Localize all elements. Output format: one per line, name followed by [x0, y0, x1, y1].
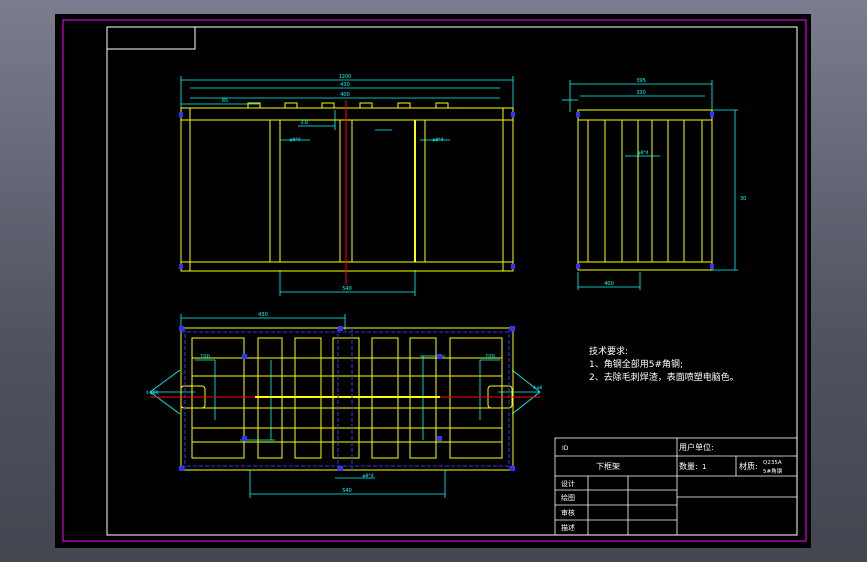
title-block-material-value-2: 5#角钢 [763, 467, 783, 475]
dim-top-sub1: 430 [340, 82, 350, 88]
dim-side-sub: 330 [636, 90, 646, 96]
dim-top-bottom: 540 [342, 286, 352, 292]
dim-plan-right-label: 100 [485, 354, 495, 360]
tech-req-title: 技术要求: [589, 345, 628, 357]
title-block-id-label: ID [562, 445, 569, 452]
title-block-material-value-1: Q235A [763, 460, 782, 466]
dim-top-hole2: φ8*4 [433, 137, 444, 143]
dim-top-left: 85 [222, 98, 228, 104]
title-block-part-name: 下框架 [596, 461, 620, 471]
title-block-quantity-label: 数量: [679, 461, 698, 471]
title-block-row-design: 设计 [561, 479, 575, 488]
dim-side-bottom: 400 [604, 281, 614, 287]
magenta-frame [62, 19, 807, 542]
title-block-row-draw: 绘图 [561, 493, 575, 502]
dim-top-small: 3.8 [300, 120, 308, 126]
dim-top-sub2: 400 [340, 92, 350, 98]
title-block-user-unit-label: 用户单位: [679, 442, 714, 452]
dim-plan-left-arrow: 4-φ8孔 [146, 389, 159, 395]
title-block [554, 437, 798, 536]
tech-req-item-2: 2、去除毛刺焊渣，表面喷塑电脑色。 [589, 371, 739, 383]
dim-plan-right-arrow: 4-φ8 [533, 385, 543, 390]
drawing-border [106, 26, 798, 536]
dim-side-mid: φ8*4 [638, 150, 649, 156]
dim-plan-top: 430 [258, 312, 268, 318]
dim-plan-left-label: 100 [200, 354, 210, 360]
dim-top-hole1: φ8*4 [290, 137, 301, 143]
dim-plan-hole: φ8*4 [363, 473, 374, 479]
tech-req-item-1: 1、角钢全部用5#角钢; [589, 358, 683, 370]
tech-requirements: 技术要求: 1、角钢全部用5#角钢; 2、去除毛刺焊渣，表面喷塑电脑色。 [589, 345, 739, 383]
corner-label-box [106, 26, 196, 50]
dim-plan-bottom: 540 [342, 488, 352, 494]
title-block-quantity-value: 1 [702, 463, 706, 471]
title-block-row-describe: 描述 [561, 523, 575, 532]
dim-side-overall: 395 [636, 78, 646, 84]
dim-side-height: 30 [740, 196, 746, 202]
dim-top-overall: 1200 [339, 74, 352, 80]
plan-view: 430 540 φ8*4 100 100 4-φ8孔 4-φ8 [146, 312, 543, 498]
title-block-material-label: 材质: [739, 461, 758, 471]
side-view: 395 330 30 400 φ8*4 [562, 78, 746, 290]
front-view: 1200 430 400 85 3.8 φ8*4 φ8*4 540 [179, 74, 515, 296]
title-block-row-review: 审核 [561, 508, 575, 517]
